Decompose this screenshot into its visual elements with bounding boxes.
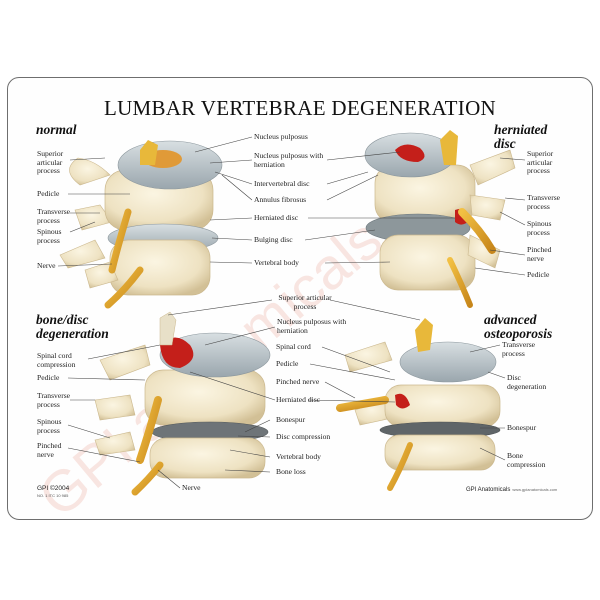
heading-herniated: herniated disc	[494, 122, 548, 151]
label-bone-loss: Bone loss	[276, 467, 306, 476]
label-transverse-osteo: Transverse process	[502, 340, 536, 358]
heading-normal: normal	[36, 122, 77, 137]
label-bonespur-center: Bonespur	[276, 415, 306, 424]
label-vertebral-body-top: Vertebral body	[254, 258, 299, 267]
vertebra-bone-disc	[94, 311, 271, 496]
brand-url: www.gpianatomicals.com	[512, 487, 558, 492]
leader-lines	[57, 136, 526, 489]
label-spinous-herniated: Spinous process	[527, 219, 552, 237]
page-title: LUMBAR VERTEBRAE DEGENERATION	[103, 96, 497, 120]
label-vertebral-body-bottom: Vertebral body	[276, 452, 321, 461]
label-transverse-herniated: Transverse process	[527, 193, 561, 211]
label-spinous-normal: Spinous process	[37, 227, 62, 245]
label-nerve-bottom: Nerve	[182, 483, 201, 492]
label-bonespur-osteo: Bonespur	[507, 423, 537, 432]
copyright-text: GPI ©2004	[37, 485, 70, 492]
label-spinous-bone-disc: Spinous process	[37, 417, 62, 435]
vertebra-herniated	[364, 130, 516, 308]
label-nerve-normal: Nerve	[37, 261, 56, 270]
label-pinched-nerve-herniated: Pinched nerve	[527, 245, 552, 263]
label-spinal-cord-compression: Spinal cord compression	[37, 351, 76, 369]
label-pinched-nerve-bone-disc: Pinched nerve	[37, 441, 62, 459]
label-bone-compression: Bone compression	[507, 451, 546, 469]
label-intervertebral-disc: Intervertebral disc	[254, 179, 310, 188]
label-superior-articular-center: Superior articular process	[278, 293, 332, 311]
label-bulging-disc: Bulging disc	[254, 235, 293, 244]
vertebra-osteoporosis	[336, 318, 501, 491]
label-herniated-disc-center: Herniated disc	[276, 395, 321, 404]
heading-osteoporosis: advanced osteoporosis	[484, 312, 553, 341]
product-code: NO. 1 ITC 10 985	[37, 493, 69, 498]
label-pinched-nerve-center: Pinched nerve	[276, 377, 320, 386]
label-disc-degeneration: Disc degeneration	[507, 373, 547, 391]
label-disc-compression: Disc compression	[276, 432, 331, 441]
label-transverse-bone-disc: Transverse process	[37, 391, 71, 409]
label-nucleus-herniation-bottom: Nucleus pulposus with herniation	[277, 317, 347, 335]
label-nucleus-herniation: Nucleus pulposus with herniation	[254, 151, 324, 169]
label-herniated-disc-top: Herniated disc	[254, 213, 299, 222]
label-pedicle-center: Pedicle	[276, 359, 299, 368]
brand-name: GPI Anatomicals	[466, 487, 511, 493]
label-pedicle-bone-disc: Pedicle	[37, 373, 60, 382]
label-pedicle-normal: Pedicle	[37, 189, 60, 198]
label-transverse-normal: Transverse process	[37, 207, 71, 225]
label-superior-articular-normal: Superior articular process	[37, 149, 64, 175]
label-nucleus-pulposus: Nucleus pulposus	[254, 132, 308, 141]
footer-copyright-block: GPI ©2004 NO. 1 ITC 10 985	[37, 485, 69, 498]
label-spinal-cord: Spinal cord	[276, 342, 311, 351]
label-annulus-fibrosus: Annulus fibrosus	[254, 195, 307, 204]
vertebra-normal	[59, 140, 223, 309]
label-pedicle-herniated: Pedicle	[527, 270, 550, 279]
label-superior-articular-herniated: Superior articular process	[527, 149, 554, 175]
heading-bone-disc: bone/disc degeneration	[36, 312, 109, 341]
